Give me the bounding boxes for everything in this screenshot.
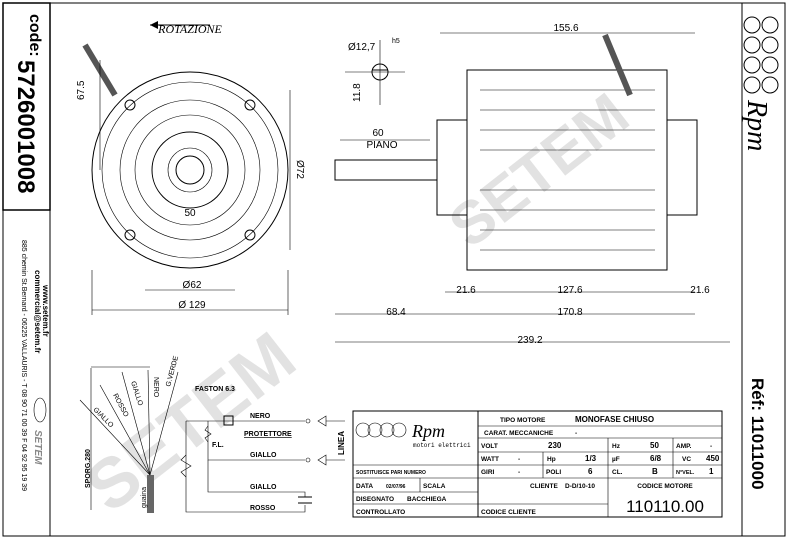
dim-68-4: 68.4 [386, 307, 406, 318]
dim-60: 60 [372, 128, 384, 139]
codice-cliente-label: CODICE CLIENTE [481, 509, 537, 516]
motor-side-view [334, 32, 730, 343]
hp-label: Hp [547, 456, 556, 463]
disegnato-label: DISEGNATO [356, 496, 394, 503]
dim-127-6: 127.6 [557, 285, 582, 296]
tipo-motore-label: TIPO MOTORE [500, 417, 546, 424]
setem-logo: SETEM [32, 397, 47, 465]
wire-giallo-2-label: GIALLO [250, 484, 277, 491]
nvel-label: N°VEL. [676, 470, 695, 476]
wire-giallo-1-label: GIALLO [250, 452, 277, 459]
dim-21-6-right: 21.6 [690, 285, 710, 296]
watt-value: - [518, 456, 520, 463]
wire-rosso-label: ROSSO [250, 505, 276, 512]
watt-label: WATT [481, 456, 499, 463]
reference-number: Réf: 11011000 [748, 378, 767, 490]
dim-11-8: 11.8 [352, 83, 363, 102]
website: www.setem.fr [41, 284, 50, 337]
rotation-label: ROTAZIONE [157, 22, 222, 36]
rpm-brand: Rpm [741, 99, 772, 151]
dim-shaft-diameter: Ø12,7 [348, 42, 376, 53]
title-block-brand: Rpm [411, 421, 445, 441]
data-label: DATA [356, 483, 373, 490]
carat-label: CARAT. MECCANICHE [484, 430, 554, 437]
disegnato-value: BACCHIEGA [407, 496, 447, 503]
code-block: code: 5726001008 [12, 14, 43, 193]
volt-value: 230 [548, 441, 562, 450]
lead-wires [79, 366, 179, 513]
vc-label: VC [682, 456, 691, 463]
title-block-logo-coils [355, 422, 407, 438]
uf-value: 6/8 [650, 454, 662, 463]
controllato-label: CONTROLLATO [356, 509, 405, 516]
carat-value: - [575, 430, 577, 437]
poli-value: 6 [588, 467, 593, 476]
cliente-label: CLIENTE [530, 483, 558, 490]
title-block-brand-sub: motori elettrici [413, 442, 471, 449]
poli-label: POLI [546, 469, 561, 476]
amp-label: AMP. [676, 443, 692, 450]
wiring-schematic [180, 415, 345, 513]
piano-label: PIANO [366, 140, 397, 151]
scala-label: SCALA [423, 483, 446, 490]
nvel-value: 1 [709, 467, 714, 476]
dim-21-6-left: 21.6 [456, 285, 476, 296]
dim-155-6: 155.6 [553, 23, 578, 34]
dim-62: Ø62 [183, 280, 202, 291]
shaft-section [345, 40, 405, 105]
guaina-label: guaina [141, 487, 148, 508]
email: commercial@setem.fr [33, 270, 42, 353]
rpm-logo-coils [743, 16, 779, 94]
wire-label-nero: NERO [152, 377, 159, 398]
cl-value: B [652, 467, 658, 476]
wire-label-rosso: ROSSO [111, 393, 129, 419]
protettore-label: PROTETTORE [244, 431, 292, 438]
dim-239-2: 239.2 [517, 335, 542, 346]
amp-value: - [710, 443, 712, 450]
dim-129: Ø 129 [178, 300, 206, 311]
svg-text:SETEM: SETEM [32, 430, 43, 465]
dim-170-8: 170.8 [557, 307, 582, 318]
dim-67-5: 67.5 [76, 80, 87, 100]
title-block [352, 410, 723, 518]
wire-nero-label: NERO [250, 413, 271, 420]
codice-motore-value: 110110.00 [626, 497, 704, 516]
vc-value: 450 [706, 454, 720, 463]
motor-front-view [82, 21, 291, 315]
cliente-value: D-D/10-10 [565, 483, 595, 490]
code-value: 5726001008 [12, 60, 39, 193]
wire-label-giallo-1: GIALLO [92, 406, 115, 429]
tolerance-h5: h5 [392, 38, 400, 45]
codice-motore-label: CODICE MOTORE [637, 483, 693, 490]
faston-label: FASTON 6.3 [195, 386, 235, 393]
giri-label: GIRI [481, 469, 495, 476]
dim-72: Ø72 [294, 160, 305, 179]
hp-value: 1/3 [585, 454, 597, 463]
fl-label: F.L. [212, 442, 224, 449]
sporg-label: SPORG.280 [85, 449, 92, 488]
address: 885 chemin St.Bernard - 06225 VALLAURIS … [20, 240, 27, 491]
code-box [2, 2, 51, 211]
hz-label: Hz [612, 443, 621, 450]
tipo-motore-value: MONOFASE CHIUSO [575, 415, 654, 424]
dim-50: 50 [184, 208, 196, 219]
data-value: 02/07/96 [386, 484, 406, 490]
code-label: code: [26, 14, 43, 57]
sostituisce-label: SOSTITUISCE PARI NUMERO [356, 470, 426, 476]
giri-value: - [518, 469, 520, 476]
wire-label-giallo-2: GIALLO [129, 380, 144, 407]
uf-label: µF [612, 456, 620, 463]
cl-label: CL. [612, 469, 623, 476]
volt-label: VOLT [481, 443, 498, 450]
hz-value: 50 [650, 441, 659, 450]
linea-label: LINEA [337, 431, 346, 455]
